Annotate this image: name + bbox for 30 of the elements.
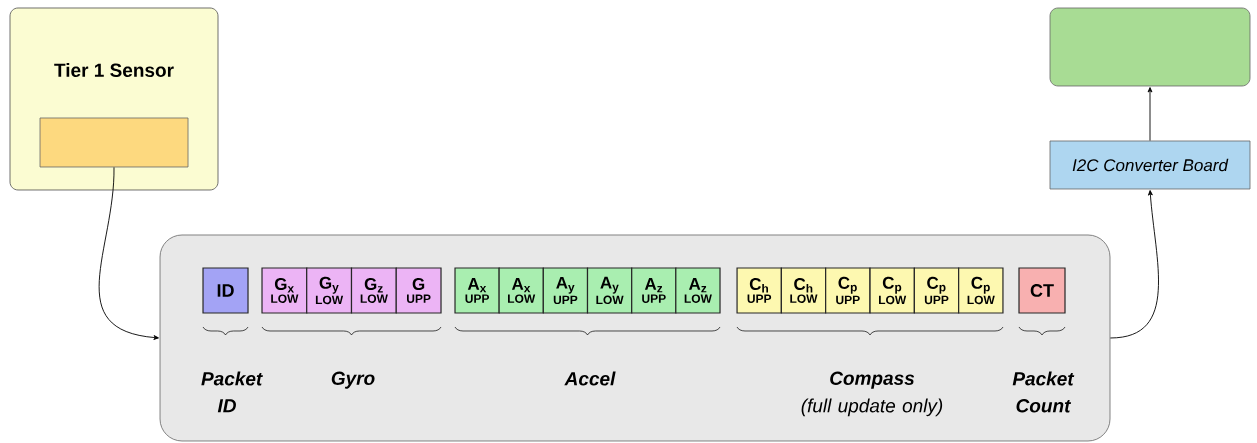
data-cell: A$_{x}$ LOW	[498, 267, 544, 314]
data-cell: C$_{p}$ LOW	[869, 267, 915, 314]
arrow	[1109, 190, 1159, 339]
group-label: Compass	[830, 371, 915, 389]
data-cell: C$_{h}$ LOW	[780, 267, 827, 314]
data-cell: C$_{p}$ LOW	[958, 267, 1004, 314]
data-cell: G UPP	[395, 267, 442, 314]
group-label: Packet Count	[1012, 371, 1075, 413]
chip-box	[39, 117, 189, 168]
group-label: (full update only)	[801, 398, 943, 417]
sensor-box	[1049, 7, 1251, 87]
arrow	[98, 166, 159, 340]
arrow	[1147, 87, 1153, 142]
group-label: Accel	[564, 371, 616, 386]
data-cell: A$_{z}$ UPP	[631, 267, 677, 314]
data-cell: G$_{x}$ LOW	[261, 267, 308, 314]
data-cell: C$_{p}$ UPP	[825, 267, 871, 314]
data-cell: G$_{z}$ LOW	[350, 267, 397, 314]
data-cell: C$_{p}$ UPP	[913, 267, 960, 314]
data-cell: A$_{y}$ UPP	[542, 267, 589, 314]
data-cell: A$_{z}$ LOW	[675, 267, 721, 314]
group-label: Packet ID	[201, 371, 263, 413]
data-cell: C$_{h}$ UPP	[736, 267, 782, 314]
data-cell: A$_{x}$ UPP	[454, 267, 500, 314]
data-cell: A$_{y}$ LOW	[586, 267, 633, 314]
data-cell: G$_{y}$ LOW	[306, 267, 353, 314]
data-cell: CT	[1018, 267, 1066, 314]
data-cell: ID	[202, 267, 249, 314]
board-box: I2C Converter Board	[1049, 140, 1251, 190]
group-label: Gyro	[331, 371, 375, 389]
